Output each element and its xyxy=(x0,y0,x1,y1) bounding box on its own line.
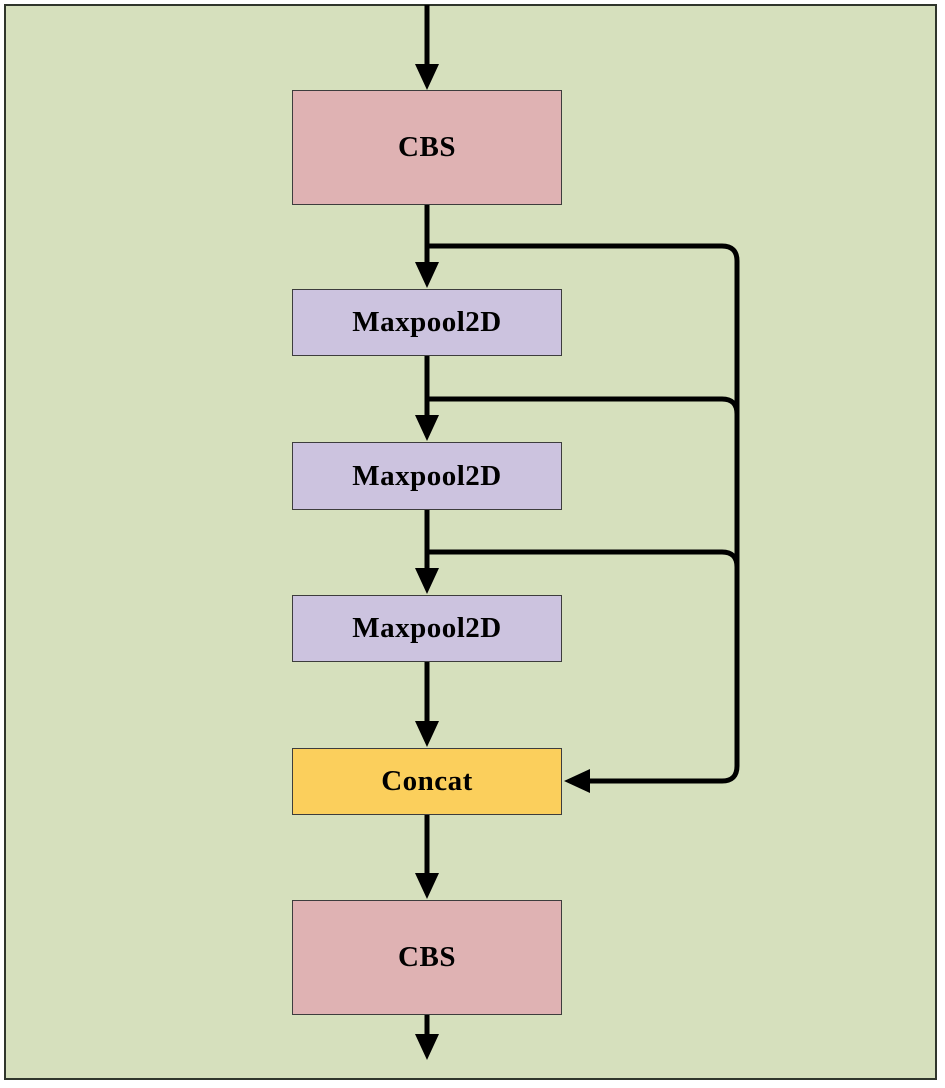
node-cbs-top-label: CBS xyxy=(398,131,456,163)
node-maxpool2d-1-label: Maxpool2D xyxy=(352,306,502,338)
node-maxpool2d-1: Maxpool2D xyxy=(292,289,562,356)
node-maxpool2d-2-label: Maxpool2D xyxy=(352,459,502,492)
node-maxpool2d-2: Maxpool2D xyxy=(292,442,562,510)
node-maxpool2d-3-label: Maxpool2D xyxy=(352,612,502,644)
node-cbs-top: CBS xyxy=(292,90,562,205)
node-maxpool2d-3: Maxpool2D xyxy=(292,595,562,662)
node-cbs-bottom: CBS xyxy=(292,900,562,1015)
node-concat-label: Concat xyxy=(381,765,473,797)
node-cbs-bottom-label: CBS xyxy=(398,941,456,973)
node-concat: Concat xyxy=(292,748,562,815)
